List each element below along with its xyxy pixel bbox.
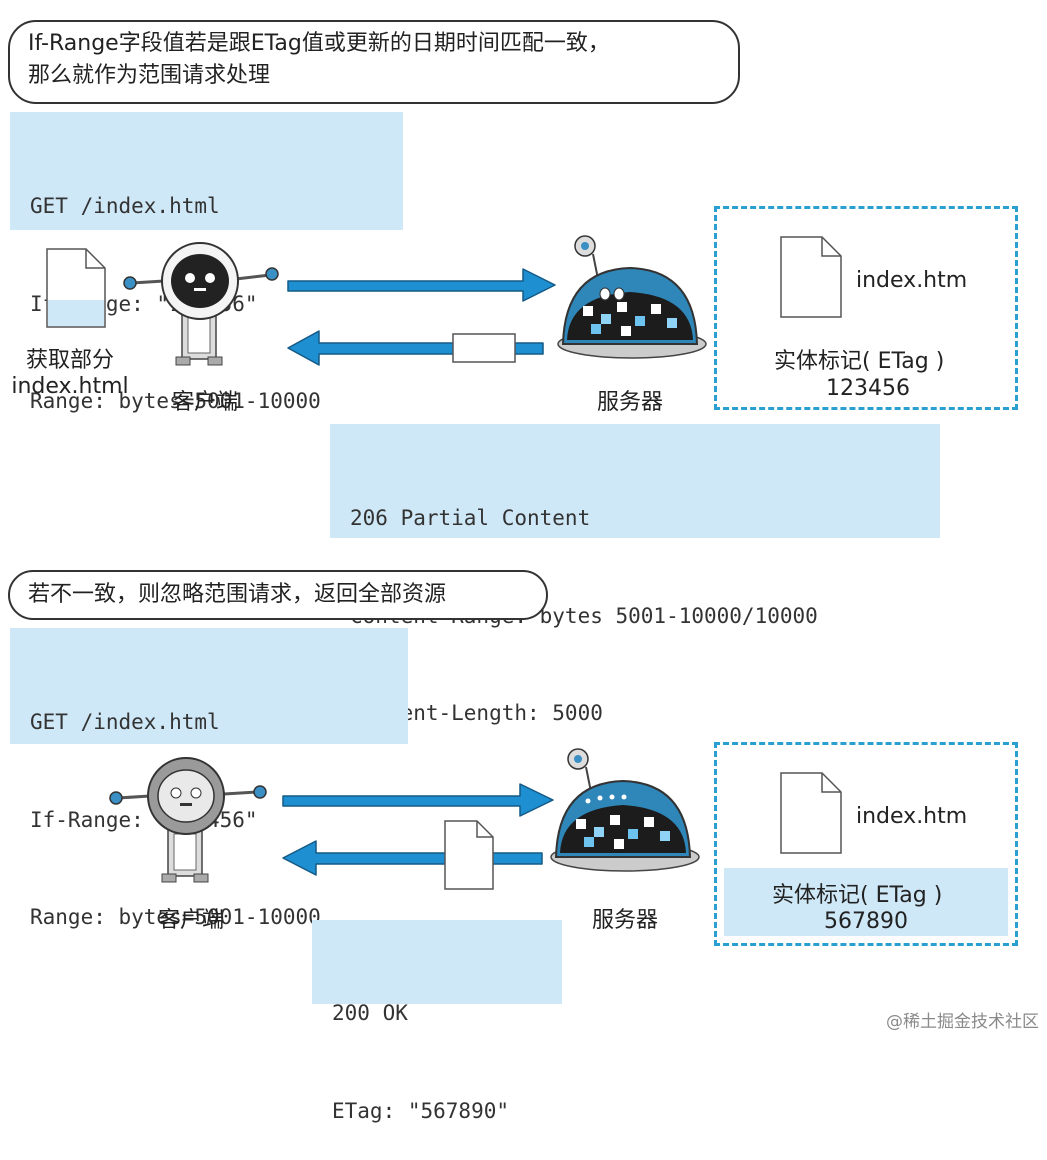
request-arrow-icon	[282, 783, 554, 817]
request-box-2: GET /index.html If-Range: "123456" Range…	[10, 628, 408, 929]
condition-bubble-match: If-Range字段值若是跟ETag值或更新的日期时间匹配一致， 那么就作为范围…	[8, 20, 740, 104]
response-content-length: Content-Length: 5000	[350, 701, 603, 725]
server-robot-icon	[550, 748, 700, 872]
watermark: @稀土掘金技术社区	[886, 1012, 1039, 1032]
server-robot-icon	[557, 235, 707, 359]
etag-label-1: 实体标记( ETag )	[774, 349, 945, 374]
response-status: 200 OK	[332, 1001, 408, 1025]
client-label-1: 客户端	[171, 390, 238, 415]
server-document-icon	[780, 236, 842, 318]
bubble-line-1: If-Range字段值若是跟ETag值或更新的日期时间匹配一致，	[28, 31, 610, 56]
response-etag: ETag: "567890"	[332, 1098, 510, 1123]
request-line: GET /index.html	[30, 194, 220, 218]
request-range: Range: bytes=5001-10000	[30, 389, 321, 413]
partial-file-label-1: 获取部分	[25, 348, 114, 373]
server-file-name-1: index.htm	[856, 268, 968, 293]
request-arrow-icon	[287, 268, 556, 302]
server-resource-box-2	[714, 742, 1018, 946]
etag-value-1: 123456	[826, 376, 910, 401]
request-box-1: GET /index.html If-Range: "123456" Range…	[10, 112, 403, 413]
client-robot-icon	[123, 242, 279, 366]
response-arrow-icon	[282, 840, 543, 876]
client-robot-icon	[109, 757, 267, 883]
request-line: GET /index.html	[30, 710, 220, 734]
etag-label-2: 实体标记( ETag )	[772, 883, 943, 908]
server-document-icon	[780, 772, 842, 854]
full-document-icon	[444, 820, 494, 890]
server-label-1: 服务器	[596, 390, 663, 415]
server-label-2: 服务器	[591, 908, 658, 933]
partial-document-icon	[46, 248, 106, 328]
response-box-2: 200 OK ETag: "567890"	[312, 920, 562, 1123]
response-status: 206 Partial Content	[350, 506, 591, 530]
request-range: Range: bytes=5001-10000	[30, 905, 321, 929]
etag-value-2: 567890	[824, 909, 908, 934]
server-file-name-2: index.htm	[856, 804, 968, 829]
bubble-text: 若不一致，则忽略范围请求，返回全部资源	[28, 582, 447, 607]
bubble-line-2: 那么就作为范围请求处理	[28, 63, 271, 88]
response-box-1: 206 Partial Content Content-Range: bytes…	[330, 424, 940, 725]
condition-bubble-mismatch: 若不一致，则忽略范围请求，返回全部资源	[8, 570, 548, 620]
server-resource-box-1	[714, 206, 1018, 410]
partial-payload-icon	[452, 333, 516, 363]
partial-file-label-2: index.html	[11, 374, 129, 399]
client-label-2: 客户端	[157, 908, 224, 933]
etag-highlight	[724, 868, 1008, 936]
